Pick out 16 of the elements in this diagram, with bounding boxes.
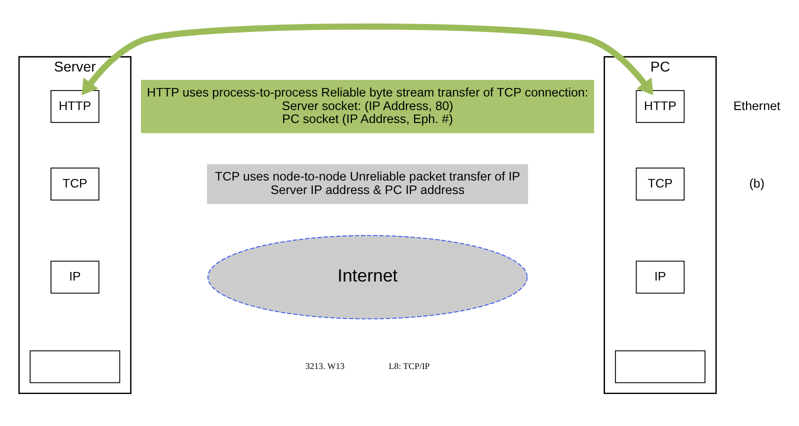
label: L8: TCP/IP: [388, 360, 430, 370]
label: (b): [749, 176, 764, 190]
node-box: [615, 350, 706, 383]
node-box: TCP: [50, 167, 100, 200]
node-box: [30, 350, 120, 383]
node-box: HTTP: [50, 90, 100, 122]
arrow: [82, 22, 654, 95]
node-box: TCP: [636, 167, 685, 200]
node-box: IP: [50, 260, 100, 294]
label: Ethernet: [733, 98, 780, 112]
node-box: HTTP uses process-to-process Reliable byte stream transfer of TCP connection: Server socket: (IP Address, 80) PC socket (IP Address, Eph. #): [141, 79, 594, 133]
node-ellipse: Internet: [208, 234, 528, 319]
node-box: HTTP: [636, 90, 685, 122]
node-box: TCP uses node-to-node Unreliable packet transfer of IP Server IP address & PC IP address: [207, 164, 528, 204]
node-box: IP: [636, 260, 685, 294]
label: 3213. W13: [305, 360, 345, 370]
